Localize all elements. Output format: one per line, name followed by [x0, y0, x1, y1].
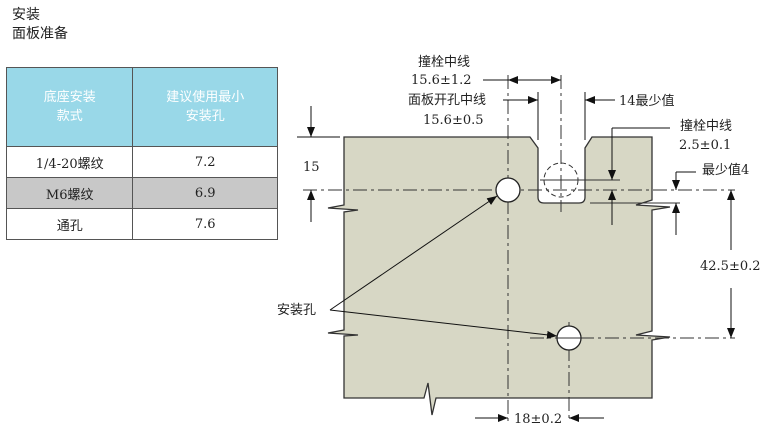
- header-min-hole: 建议使用最小安装孔: [132, 67, 278, 147]
- header-text: 安装孔: [185, 109, 225, 124]
- label-min-4: 最少值4: [702, 162, 749, 178]
- cell-type: 1/4-20螺纹: [5, 146, 134, 178]
- header-text: 建议使用最小: [166, 90, 245, 105]
- label-bolt-center-top: 撞栓中线: [418, 55, 470, 70]
- dimension-lines: [297, 76, 735, 422]
- cell-type: M6螺纹: [5, 177, 134, 209]
- label-dim-42-5: 42.5±0.2: [700, 259, 761, 274]
- label-dim-18: 18±0.2: [514, 412, 562, 427]
- cell-hole: 7.6: [132, 208, 278, 240]
- cell-type: 通孔: [5, 208, 134, 240]
- section-title: 安装: [12, 7, 40, 23]
- label-mount-hole: 安装孔: [277, 303, 316, 318]
- mount-hole-upper: [495, 177, 521, 203]
- cell-hole: 7.2: [132, 146, 278, 178]
- section-subtitle: 面板准备: [12, 26, 68, 42]
- header-text: 底座安装: [43, 90, 96, 105]
- label-bolt-center-right: 撞栓中线: [680, 119, 732, 134]
- header-text: 款式: [56, 109, 83, 124]
- header-mount-type: 底座安装款式: [5, 67, 134, 147]
- label-slot-min: 14最少值: [619, 93, 675, 109]
- label-panel-hole-center: 面板开孔中线: [408, 93, 486, 108]
- label-dim-15: 15: [303, 160, 320, 175]
- label-bolt-center-top-value: 15.6±1.2: [411, 73, 472, 88]
- table-header-row: 底座安装款式 建议使用最小安装孔: [5, 67, 278, 147]
- panel-shape: [327, 136, 671, 416]
- label-bolt-center-right-value: 2.5±0.1: [679, 138, 731, 153]
- label-panel-hole-center-value: 15.6±0.5: [423, 113, 484, 128]
